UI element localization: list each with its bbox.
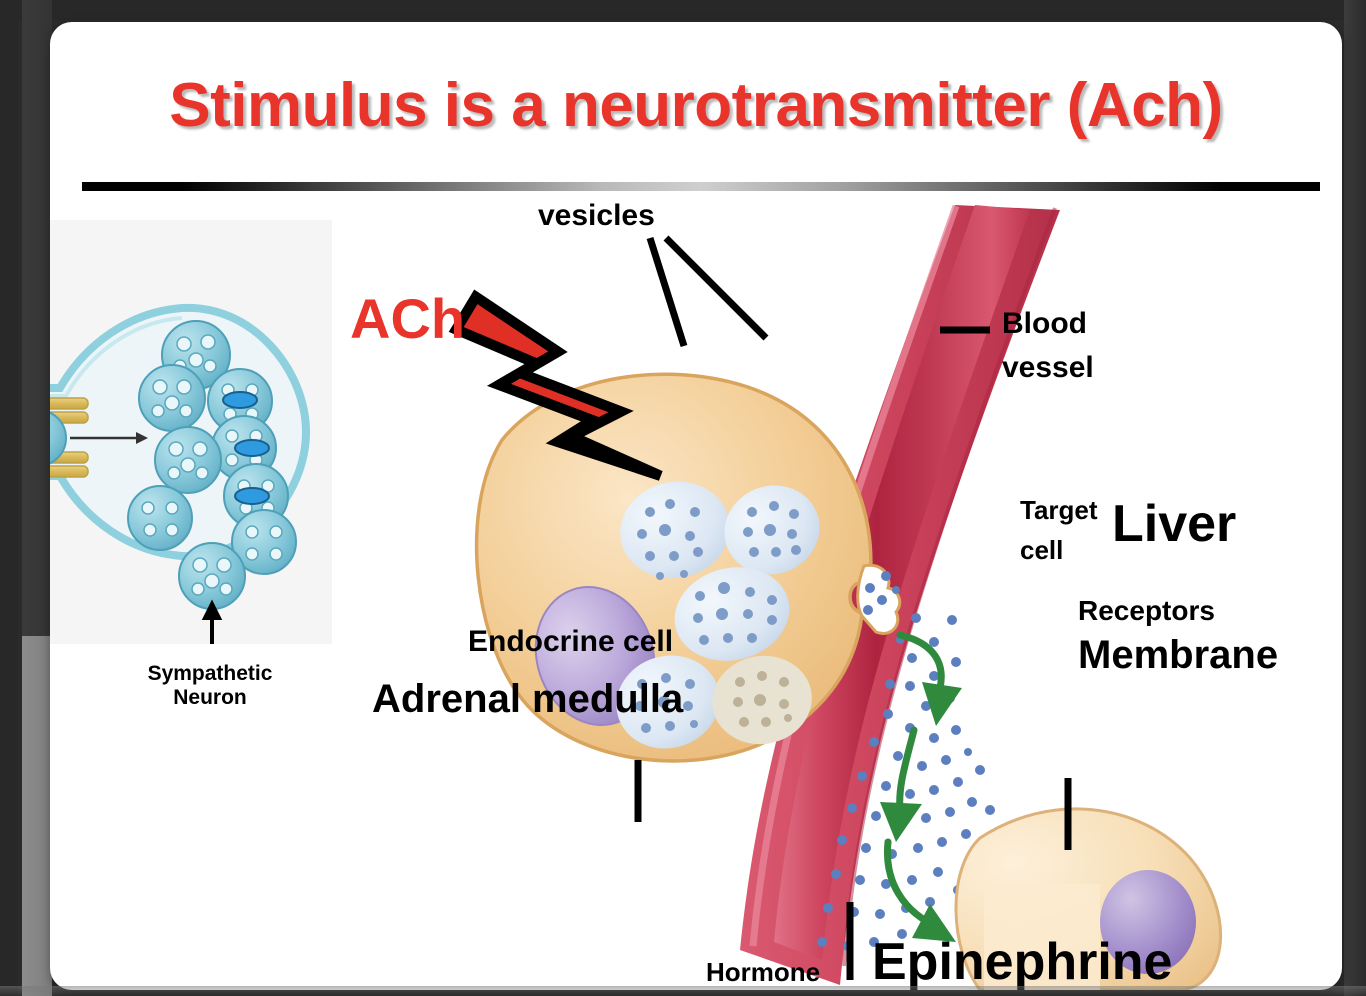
label-target-cell-line1: Target: [1020, 495, 1098, 525]
sympathetic-neuron-inset: [50, 220, 332, 644]
neuron-terminal-artwork: [50, 303, 311, 644]
figure-artwork: [448, 204, 1222, 990]
annotation-ach: ACh: [350, 287, 466, 350]
label-hormone: Hormone: [706, 957, 821, 987]
slide-frame-left-gray-band: [22, 636, 52, 996]
synaptic-vesicles: [127, 320, 297, 610]
annotation-sympathetic-neuron-line2: Neuron: [173, 685, 247, 709]
annotation-liver: Liver: [1112, 495, 1237, 553]
secretory-vesicle-group: [616, 481, 820, 749]
slide-frame-left-dark-band: [0, 0, 18, 636]
slide-frame-left-mid-band: [22, 0, 52, 636]
slide-frame-right-band: [1344, 0, 1366, 996]
page-title: Stimulus is a neurotransmitter (Ach): [169, 71, 1223, 140]
annotation-membrane: Membrane: [1078, 633, 1279, 677]
label-endocrine-cell: Endocrine cell: [468, 625, 674, 658]
target-cell-graphic: [954, 807, 1222, 990]
slide-frame-bottom-shadow: [0, 986, 1366, 996]
slide-frame-left-lower-dark-band: [0, 636, 18, 996]
annotation-receptors: Receptors: [1078, 595, 1215, 626]
slide-frame-top: [0, 0, 1366, 20]
endocrine-cell-graphic: [474, 372, 902, 763]
leader-lines: [634, 235, 1072, 980]
annotation-epinephrine: Epinephrine: [872, 933, 1173, 990]
annotation-sympathetic-neuron: Sympathetic Neuron: [95, 662, 325, 709]
hormone-transport-arrowheads: [880, 682, 962, 942]
annotation-adrenal-medulla: Adrenal medulla: [372, 677, 684, 721]
endocrine-signaling-figure: vesicles Blood vessel Target cell Endocr…: [50, 190, 1342, 990]
slide-content-card: Stimulus is a neurotransmitter (Ach): [50, 22, 1342, 990]
annotation-sympathetic-neuron-line1: Sympathetic: [147, 662, 273, 685]
label-secretory-vesicles: vesicles: [538, 199, 655, 232]
ach-lightning-bolt: [448, 289, 663, 481]
label-blood-vessel-line1: Blood: [1002, 307, 1087, 340]
title-divider-rule: [82, 182, 1320, 191]
label-blood-vessel-line2: vessel: [1002, 351, 1094, 384]
label-target-cell-line2: cell: [1020, 535, 1064, 565]
hormone-release-dots: [863, 571, 900, 615]
